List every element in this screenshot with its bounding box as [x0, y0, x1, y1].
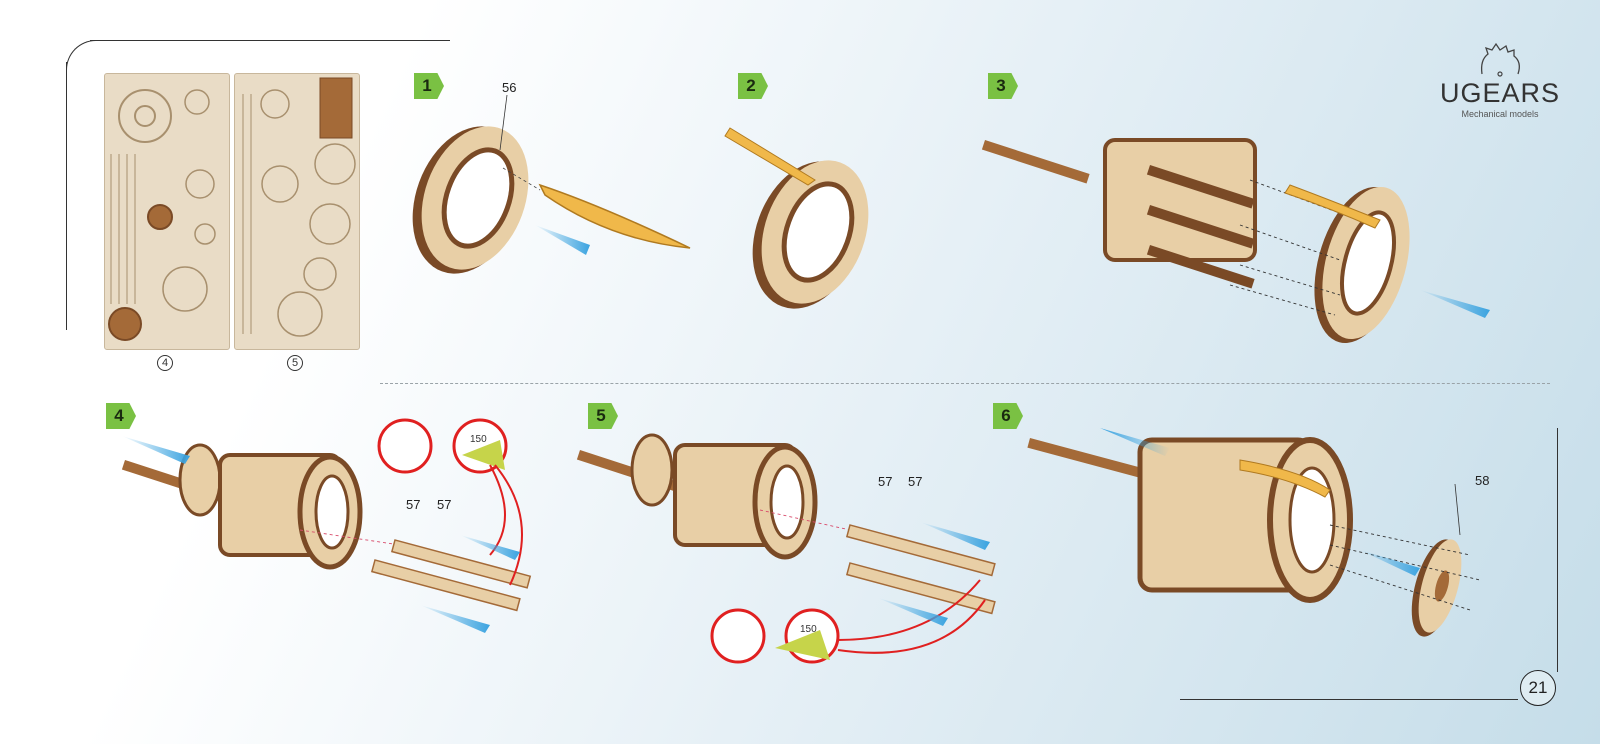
leader-56	[499, 94, 508, 151]
sandpaper-grit-label-4: 150	[470, 434, 487, 445]
brand-tagline: Mechanical models	[1461, 109, 1539, 119]
frame-right-line	[1557, 428, 1558, 672]
sheet-4-pattern	[108, 89, 216, 341]
frame-bottom-line	[1180, 699, 1518, 700]
arrow-step-4-c	[420, 605, 490, 633]
sheet-5-pattern	[242, 77, 356, 337]
ugears-logo: UGEARS Mechanical models	[1440, 40, 1560, 119]
part-label-57-c: 57	[878, 474, 893, 489]
step-3-assembly	[981, 138, 1410, 344]
part-label-58: 58	[1475, 473, 1490, 488]
step-badge-1: 1	[414, 73, 444, 99]
step-5-assembly: 150	[576, 433, 996, 664]
plywood-sheet-4	[104, 73, 230, 350]
arrow-step-4-a	[122, 436, 190, 464]
arrow-step-4-b	[460, 535, 520, 560]
part-label-57-d: 57	[908, 474, 923, 489]
arrow-step-1	[535, 225, 590, 255]
step-badge-6: 6	[993, 403, 1023, 429]
step-badge-3: 3	[988, 73, 1018, 99]
sheet-number-4: 4	[157, 355, 173, 371]
step-4-assembly: 150	[121, 418, 532, 612]
arrow-step-5-b	[878, 598, 948, 626]
rubber-band-2	[724, 127, 816, 186]
step-2-ring	[724, 127, 869, 309]
arrow-step-5-a	[920, 522, 990, 550]
step-badge-4: 4	[106, 403, 136, 429]
plywood-sheet-5	[234, 73, 360, 350]
step-1-ring	[412, 126, 529, 274]
rubber-band-1	[538, 183, 691, 249]
brand-name: UGEARS	[1440, 78, 1561, 108]
arrow-step-6-b	[1360, 550, 1420, 576]
part-label-57-b: 57	[437, 497, 452, 512]
gear-logo-icon	[1480, 42, 1520, 77]
step-badge-5: 5	[588, 403, 618, 429]
page-number: 21	[1520, 670, 1556, 706]
part-label-57-a: 57	[406, 497, 421, 512]
step-badge-2: 2	[738, 73, 768, 99]
sheet-number-5: 5	[287, 355, 303, 371]
frame-top-line	[90, 40, 450, 81]
arrow-step-6-a	[1100, 428, 1170, 456]
section-divider	[380, 383, 1550, 384]
step-6-assembly	[1027, 437, 1481, 637]
sandpaper-grit-label-5: 150	[800, 624, 817, 635]
part-label-56: 56	[502, 80, 517, 95]
arrow-step-3	[1420, 290, 1490, 318]
frame-corner	[66, 40, 107, 81]
frame-left-line	[66, 62, 67, 330]
